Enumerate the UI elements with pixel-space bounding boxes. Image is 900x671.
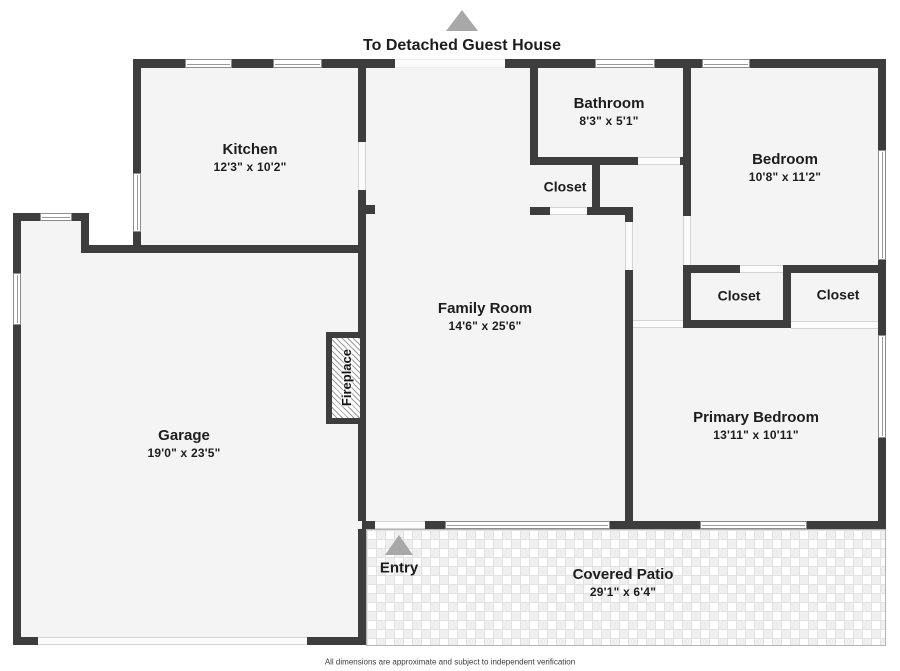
disclaimer-text: All dimensions are approximate and subje… <box>324 657 576 667</box>
window <box>40 213 72 221</box>
garage-door-opening <box>38 637 307 645</box>
wall-segment <box>625 270 633 529</box>
wall-segment <box>425 521 446 529</box>
wall-segment <box>133 59 185 68</box>
wall-segment <box>505 59 595 68</box>
window <box>133 173 141 232</box>
wall-segment <box>13 213 40 221</box>
wall-segment <box>13 325 21 645</box>
window <box>185 59 232 68</box>
covered-patio-name: Covered Patio <box>572 565 674 583</box>
wall-segment <box>807 521 886 529</box>
window <box>700 521 807 529</box>
primary-bedroom-name: Primary Bedroom <box>693 408 819 426</box>
wall-segment <box>683 263 691 328</box>
family-room-dims: 14'6" x 25'6" <box>448 318 522 333</box>
kitchen-name: Kitchen <box>222 140 278 158</box>
bathroom-name: Bathroom <box>573 94 645 112</box>
room-label-covered-patio: Covered Patio 29'1" x 6'4" <box>573 566 674 600</box>
window <box>273 59 322 68</box>
family-room-name: Family Room <box>437 299 533 317</box>
entry-label: Entry <box>379 559 419 577</box>
fireplace-label: Fireplace <box>338 349 354 407</box>
guest-house-opening <box>395 59 505 68</box>
wall-segment <box>72 213 89 221</box>
wall-segment <box>683 320 791 328</box>
wall-segment <box>358 529 366 645</box>
door-opening <box>358 142 366 190</box>
closet-right-name: Closet <box>816 286 860 303</box>
room-label-bathroom: Bathroom 8'3" x 5'1" <box>574 95 645 129</box>
wall-segment <box>530 207 550 215</box>
floor-garage <box>81 249 366 641</box>
wall-segment <box>133 232 141 253</box>
wall-segment <box>783 265 886 273</box>
wall-segment <box>362 521 375 529</box>
entry-arrow-icon <box>385 535 413 555</box>
covered-patio-slab <box>366 529 886 646</box>
room-label-family-room: Family Room 14'6" x 25'6" <box>438 300 532 334</box>
wall-segment <box>878 260 886 335</box>
door-opening <box>638 157 680 165</box>
wall-segment <box>530 63 538 165</box>
wall-segment <box>625 208 633 222</box>
door-opening <box>791 321 878 329</box>
bedroom-name: Bedroom <box>752 150 818 168</box>
covered-patio-dims: 29'1" x 6'4" <box>589 584 657 599</box>
wall-segment <box>358 63 366 142</box>
wall-segment <box>13 213 21 273</box>
kitchen-dims: 12'3" x 10'2" <box>213 159 287 174</box>
fireplace: Fireplace <box>326 332 366 424</box>
closet-bath-name: Closet <box>543 178 587 195</box>
wall-segment <box>133 68 141 173</box>
wall-segment <box>683 265 740 273</box>
wall-segment <box>878 438 886 529</box>
door-opening <box>683 216 691 265</box>
window <box>878 150 886 260</box>
wall-segment <box>81 213 89 253</box>
wall-segment <box>587 207 633 215</box>
wall-segment <box>307 637 366 645</box>
bathroom-dims: 8'3" x 5'1" <box>579 113 639 128</box>
fireplace-hatch: Fireplace <box>332 338 360 418</box>
wall-segment <box>655 59 702 68</box>
wall-segment <box>633 521 700 529</box>
garage-name: Garage <box>158 426 210 444</box>
room-label-bedroom: Bedroom 10'8" x 11'2" <box>749 151 821 185</box>
room-label-closet-right: Closet <box>817 287 860 304</box>
door-opening <box>633 320 683 328</box>
bedroom-dims: 10'8" x 11'2" <box>748 169 822 184</box>
window <box>595 59 655 68</box>
window <box>445 521 610 529</box>
wall-segment <box>683 63 691 216</box>
closet-left-name: Closet <box>717 287 761 304</box>
wall-segment <box>81 245 366 253</box>
guest-house-arrow-icon <box>446 10 478 31</box>
wall-segment <box>13 637 38 645</box>
room-label-kitchen: Kitchen 12'3" x 10'2" <box>213 141 286 175</box>
entry-door-opening <box>375 521 425 529</box>
wall-segment <box>610 521 633 529</box>
door-opening <box>625 222 633 270</box>
wall-jamb-stub <box>366 205 375 214</box>
room-label-closet-left: Closet <box>718 288 761 305</box>
room-label-primary-bedroom: Primary Bedroom 13'11" x 10'11" <box>693 409 819 443</box>
wall-segment <box>232 59 273 68</box>
floor-garage-left-lobe <box>13 217 89 641</box>
wall-segment <box>592 157 600 215</box>
window <box>13 273 21 325</box>
room-label-garage: Garage 19'0" x 23'5" <box>147 427 220 461</box>
wall-segment <box>878 59 886 150</box>
garage-dims: 19'0" x 23'5" <box>147 445 221 460</box>
guest-house-title: To Detached Guest House <box>363 37 561 54</box>
wall-segment <box>530 157 638 165</box>
primary-bedroom-dims: 13'11" x 10'11" <box>713 427 799 442</box>
window <box>878 335 886 438</box>
wall-segment <box>783 265 791 328</box>
window <box>702 59 750 68</box>
door-opening <box>550 207 587 215</box>
door-opening <box>740 265 783 273</box>
wall-segment <box>750 59 886 68</box>
room-label-closet-bath: Closet <box>544 179 587 196</box>
